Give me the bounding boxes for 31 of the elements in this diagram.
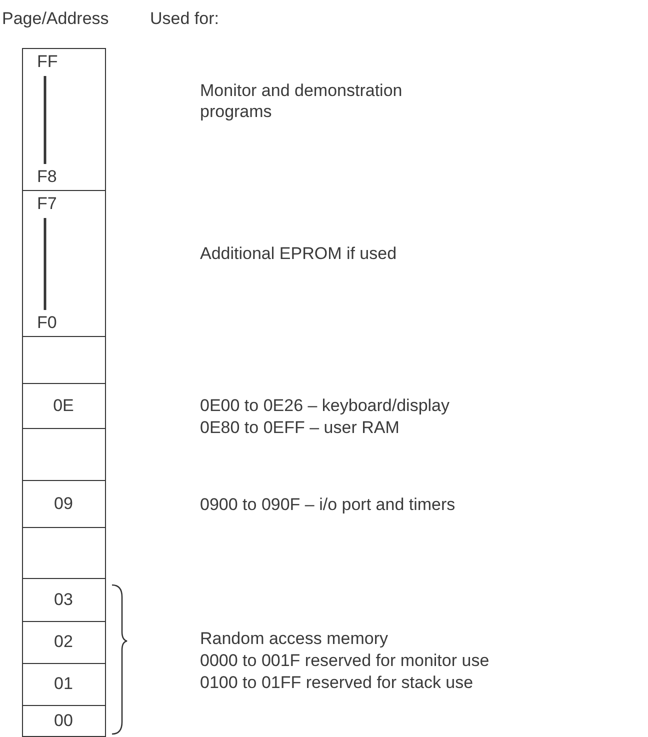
memory-page-cell xyxy=(22,480,106,528)
page-address: 02 xyxy=(53,633,74,651)
memory-description: Monitor and demonstration programs xyxy=(200,80,404,122)
empty-memory-cell xyxy=(22,336,106,384)
memory-page-cell xyxy=(22,663,106,706)
memory-page-cell xyxy=(22,190,106,337)
column-header: Used for: xyxy=(150,8,220,29)
empty-memory-cell xyxy=(22,428,106,481)
page-address: 01 xyxy=(53,675,74,693)
memory-description: 0E80 to 0EFF – user RAM xyxy=(200,417,400,438)
memory-page-cell xyxy=(22,705,106,737)
page-address: 00 xyxy=(53,712,74,730)
memory-page-cell xyxy=(22,621,106,664)
memory-description: 0100 to 01FF reserved for stack use xyxy=(200,672,474,693)
memory-description: 0E00 to 0E26 – keyboard/display xyxy=(200,395,451,416)
page-address: F7 xyxy=(37,195,57,213)
page-address: F0 xyxy=(37,314,57,332)
empty-memory-cell xyxy=(22,527,106,579)
column-header: Page/Address xyxy=(2,8,110,29)
memory-page-cell xyxy=(22,48,106,191)
page-address: 0E xyxy=(52,396,75,414)
page-address: 09 xyxy=(53,494,74,512)
memory-description: Additional EPROM if used xyxy=(200,243,398,264)
memory-description: 0000 to 001F reserved for monitor use xyxy=(200,650,490,671)
memory-page-cell xyxy=(22,383,106,429)
memory-page-cell xyxy=(22,578,106,622)
page-address: 03 xyxy=(53,590,74,608)
memory-description: 0900 to 090F – i/o port and timers xyxy=(200,494,456,515)
memory-description: Random access memory xyxy=(200,628,390,649)
page-address: F8 xyxy=(37,168,57,186)
page-address: FF xyxy=(37,53,58,71)
